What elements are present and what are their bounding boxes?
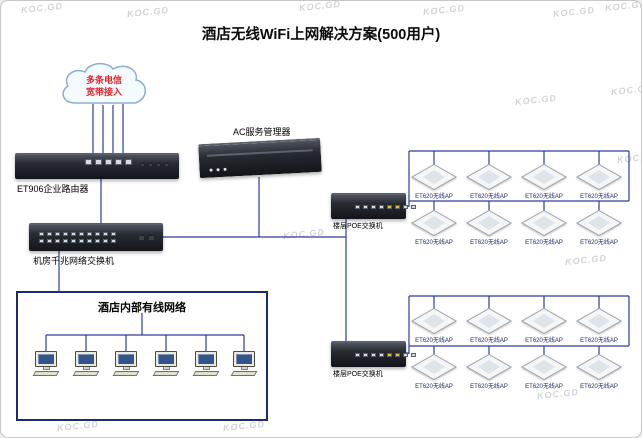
core-switch-ports-row2: [39, 239, 116, 243]
ap-label: ET620无线AP: [415, 338, 453, 344]
ap-label: ET620无线AP: [525, 384, 563, 390]
ap-icon: [521, 210, 567, 236]
ap-label: ET620无线AP: [525, 240, 563, 246]
ap-label: ET620无线AP: [415, 384, 453, 390]
wireless-ap: ET620无线AP: [576, 210, 622, 246]
ap-icon: [411, 354, 457, 380]
ap-icon: [411, 308, 457, 334]
cloud-label-line1: 多条电信: [85, 75, 122, 85]
cloud-label-line2: 宽带接入: [85, 86, 122, 97]
ap-label: ET620无线AP: [470, 338, 508, 344]
ap-icon: [521, 164, 567, 190]
desktop-computer-icon: [192, 351, 220, 376]
cloud-label: 多条电信 宽带接入: [61, 75, 147, 98]
ap-label: ET620无线AP: [580, 384, 618, 390]
wireless-ap: ET620无线AP: [466, 308, 512, 344]
poe-switch-bottom-device: [331, 341, 416, 367]
router-leds: [140, 163, 169, 167]
ap-icon: [521, 354, 567, 380]
wireless-ap: ET620无线AP: [466, 164, 512, 200]
wireless-ap: ET620无线AP: [521, 354, 567, 390]
core-switch-sfp-ports: [138, 235, 155, 241]
ap-icon: [466, 308, 512, 334]
ap-label: ET620无线AP: [470, 240, 508, 246]
poe-switch-top-device: [331, 193, 416, 219]
wireless-ap: ET620无线AP: [521, 210, 567, 246]
wireless-ap: ET620无线AP: [521, 308, 567, 344]
ap-label: ET620无线AP: [470, 194, 508, 200]
ap-label: ET620无线AP: [580, 194, 618, 200]
ap-label: ET620无线AP: [415, 240, 453, 246]
desktop-computer-icon: [230, 351, 258, 376]
wireless-ap: ET620无线AP: [411, 308, 457, 344]
ac-server-label: AC服务管理器: [233, 127, 291, 137]
ap-label: ET620无线AP: [525, 338, 563, 344]
desktop-computer-icon: [112, 351, 140, 376]
wireless-ap: ET620无线AP: [411, 210, 457, 246]
ap-icon: [466, 164, 512, 190]
ap-icon: [411, 164, 457, 190]
ap-icon: [411, 210, 457, 236]
ap-icon: [466, 210, 512, 236]
poe-switch-ports: [355, 353, 416, 357]
ap-icon: [521, 308, 567, 334]
ap-icon: [576, 308, 622, 334]
ap-label: ET620无线AP: [470, 384, 508, 390]
ap-label: ET620无线AP: [415, 194, 453, 200]
desktop-computer-icon: [32, 351, 60, 376]
wireless-ap: ET620无线AP: [466, 210, 512, 246]
ap-label: ET620无线AP: [580, 338, 618, 344]
core-switch-label: 机房千兆网络交换机: [33, 256, 115, 266]
wireless-ap: ET620无线AP: [411, 164, 457, 200]
desktop-computer-icon: [152, 351, 180, 376]
core-switch-device: [29, 223, 163, 251]
ap-label: ET620无线AP: [580, 240, 618, 246]
wireless-ap: ET620无线AP: [521, 164, 567, 200]
wireless-ap: ET620无线AP: [411, 354, 457, 390]
wired-network-label: 酒店内部有线网络: [98, 302, 186, 314]
wireless-ap: ET620无线AP: [576, 354, 622, 390]
desktop-computer-icon: [72, 351, 100, 376]
page-title: 酒店无线WiFi上网解决方案(500用户): [201, 27, 441, 43]
router-ports: [85, 159, 132, 165]
ac-server-device: [198, 137, 322, 179]
ap-label: ET620无线AP: [525, 194, 563, 200]
poe-switch-top-label: 楼层POE交换机: [333, 223, 383, 230]
wired-network-box: 酒店内部有线网络: [16, 291, 268, 421]
poe-switch-ports: [355, 205, 416, 209]
wireless-ap: ET620无线AP: [466, 354, 512, 390]
ap-icon: [576, 164, 622, 190]
wireless-ap: ET620无线AP: [576, 308, 622, 344]
ap-icon: [466, 354, 512, 380]
core-switch-ports-row1: [39, 232, 116, 236]
internet-cloud-icon: [62, 63, 146, 104]
router-label: ET906企业路由器: [17, 184, 89, 194]
ap-icon: [576, 354, 622, 380]
wireless-ap: ET620无线AP: [576, 164, 622, 200]
ap-icon: [576, 210, 622, 236]
poe-switch-bottom-label: 楼层POE交换机: [333, 371, 383, 378]
router-device: [15, 153, 179, 179]
